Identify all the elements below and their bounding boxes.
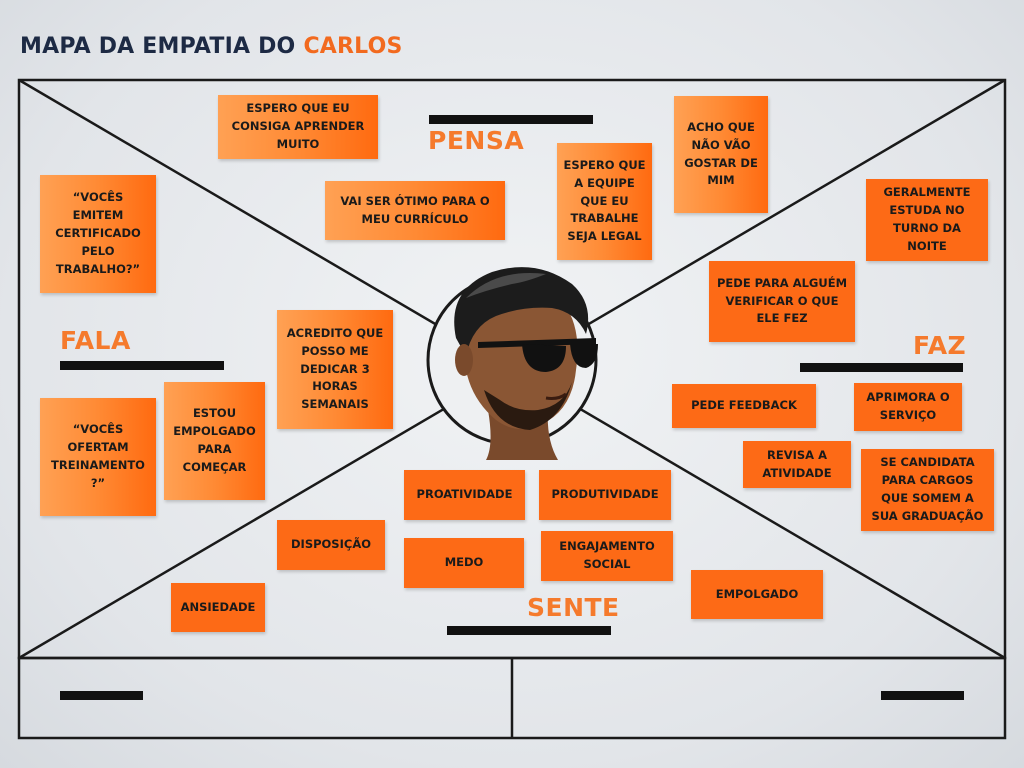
- sticky-note: “VOCÊS EMITEM CERTIFICADO PELO TRABALHO?…: [40, 175, 156, 293]
- page-title: MAPA DA EMPATIA DO CARLOS: [20, 34, 403, 59]
- bar-sente: [447, 626, 611, 635]
- sticky-note: SE CANDIDATA PARA CARGOS QUE SOMEM A SUA…: [861, 449, 994, 531]
- label-sente: SENTE: [527, 593, 620, 622]
- sticky-note: ESPERO QUE A EQUIPE QUE EU TRABALHE SEJA…: [557, 143, 652, 260]
- sticky-note: EMPOLGADO: [691, 570, 823, 619]
- sticky-note: REVISA A ATIVIDADE: [743, 441, 851, 488]
- sticky-note: PROATIVIDADE: [404, 470, 525, 520]
- sticky-note: PEDE FEEDBACK: [672, 384, 816, 428]
- bar-fala: [60, 361, 224, 370]
- label-faz: FAZ: [913, 331, 967, 360]
- bar-bottom-right: [881, 691, 964, 700]
- bar-pensa: [429, 115, 593, 124]
- sticky-note: PEDE PARA ALGUÉM VERIFICAR O QUE ELE FEZ: [709, 261, 855, 342]
- sticky-note: MEDO: [404, 538, 524, 588]
- persona-name: CARLOS: [303, 34, 403, 59]
- bar-faz: [800, 363, 963, 372]
- sticky-note: PRODUTIVIDADE: [539, 470, 671, 520]
- sticky-note: ESPERO QUE EU CONSIGA APRENDER MUITO: [218, 95, 378, 159]
- bar-bottom-left: [60, 691, 143, 700]
- persona-avatar: [454, 267, 598, 460]
- sticky-note: ACHO QUE NÃO VÃO GOSTAR DE MIM: [674, 96, 768, 213]
- sticky-note: APRIMORA O SERVIÇO: [854, 383, 962, 431]
- sticky-note: ANSIEDADE: [171, 583, 265, 632]
- sticky-note: DISPOSIÇÃO: [277, 520, 385, 570]
- label-pensa: PENSA: [428, 126, 525, 155]
- sticky-note: “VOCÊS OFERTAM TREINAMENTO ?”: [40, 398, 156, 516]
- title-text: MAPA DA EMPATIA DO: [20, 34, 296, 59]
- sticky-note: ESTOU EMPOLGADO PARA COMEÇAR: [164, 382, 265, 500]
- label-fala: FALA: [60, 326, 131, 355]
- sticky-note: ACREDITO QUE POSSO ME DEDICAR 3 HORAS SE…: [277, 310, 393, 429]
- sticky-note: VAI SER ÓTIMO PARA O MEU CURRÍCULO: [325, 181, 505, 240]
- sticky-note: ENGAJAMENTO SOCIAL: [541, 531, 673, 581]
- sticky-note: GERALMENTE ESTUDA NO TURNO DA NOITE: [866, 179, 988, 261]
